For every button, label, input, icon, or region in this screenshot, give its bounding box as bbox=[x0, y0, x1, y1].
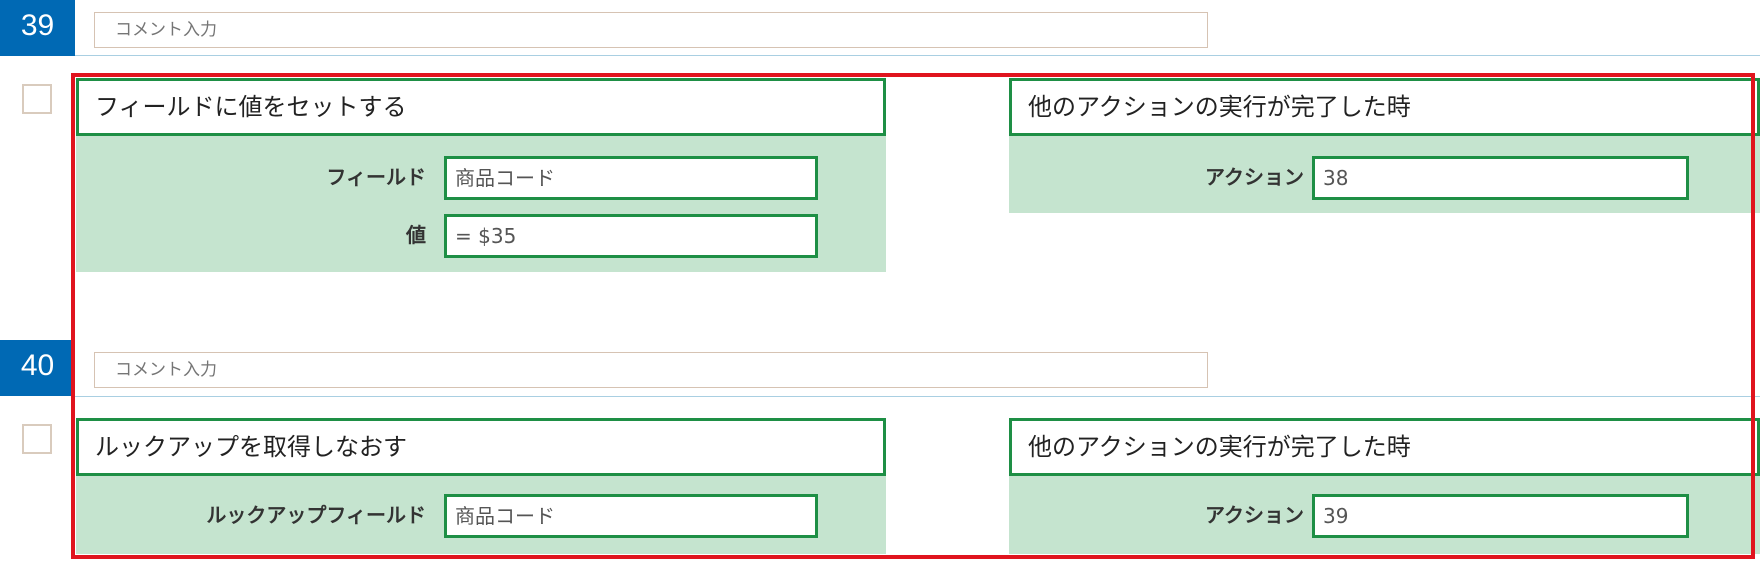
lookup-field-label: ルックアップフィールド bbox=[206, 503, 426, 527]
row-divider bbox=[75, 55, 1760, 56]
action-title[interactable]: ルックアップを取得しなおす bbox=[76, 418, 886, 476]
row-number-badge: 40 bbox=[0, 340, 75, 396]
field-value-input[interactable]: 商品コード bbox=[444, 156, 818, 200]
comment-input[interactable] bbox=[94, 12, 1208, 48]
lookup-field-input[interactable]: 商品コード bbox=[444, 494, 818, 538]
field-label: フィールド bbox=[326, 165, 426, 189]
action-number-input[interactable]: 39 bbox=[1312, 494, 1689, 538]
row-divider bbox=[75, 396, 1760, 397]
action-label: アクション bbox=[1205, 503, 1304, 527]
action-settings-panel: フィールド 商品コード 値 = $35 bbox=[76, 136, 886, 272]
action-title[interactable]: フィールドに値をセットする bbox=[76, 78, 886, 136]
row-select-checkbox[interactable] bbox=[22, 84, 52, 114]
row-select-checkbox[interactable] bbox=[22, 424, 52, 454]
trigger-title[interactable]: 他のアクションの実行が完了した時 bbox=[1009, 418, 1760, 476]
trigger-title[interactable]: 他のアクションの実行が完了した時 bbox=[1009, 78, 1760, 136]
comment-input[interactable] bbox=[94, 352, 1208, 388]
row-number-badge: 39 bbox=[0, 0, 75, 56]
trigger-settings-panel: アクション 39 bbox=[1009, 476, 1760, 554]
action-label: アクション bbox=[1205, 165, 1304, 189]
value-input[interactable]: = $35 bbox=[444, 214, 818, 258]
action-number-input[interactable]: 38 bbox=[1312, 156, 1689, 200]
highlight-frame bbox=[71, 73, 1755, 559]
action-settings-panel: ルックアップフィールド 商品コード bbox=[76, 476, 886, 554]
trigger-settings-panel: アクション 38 bbox=[1009, 136, 1760, 213]
value-label: 値 bbox=[406, 223, 426, 247]
